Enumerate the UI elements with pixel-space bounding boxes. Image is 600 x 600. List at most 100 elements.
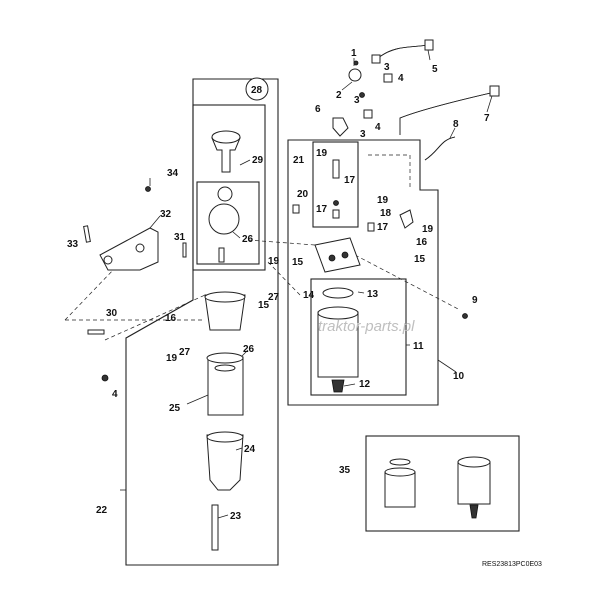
callout-3: 3 bbox=[354, 95, 360, 106]
callout-32: 32 bbox=[160, 209, 172, 220]
callout-26: 26 bbox=[243, 344, 255, 355]
fuel-line-7-inner bbox=[399, 91, 496, 135]
callout-7: 7 bbox=[484, 113, 490, 124]
nut-9 bbox=[462, 313, 468, 319]
dash-line bbox=[104, 294, 206, 341]
callout-20: 20 bbox=[297, 189, 309, 200]
fuel-line-7 bbox=[399, 91, 496, 135]
leader bbox=[241, 349, 249, 357]
element-top bbox=[206, 352, 244, 364]
bracket-hole bbox=[135, 243, 145, 253]
callout-1: 1 bbox=[351, 48, 357, 59]
callout-17: 17 bbox=[377, 222, 389, 233]
leader bbox=[427, 49, 431, 61]
leader bbox=[149, 215, 161, 229]
pump-stem bbox=[218, 247, 225, 263]
bolt-33 bbox=[83, 225, 91, 243]
callout-5: 5 bbox=[432, 64, 438, 75]
pump-cap bbox=[211, 130, 241, 144]
plug-20 bbox=[292, 204, 300, 214]
washer bbox=[359, 92, 365, 98]
port bbox=[341, 251, 349, 259]
seal-ring-13 bbox=[322, 287, 354, 299]
ball bbox=[333, 200, 339, 206]
filter-cartridge bbox=[317, 311, 359, 378]
spring bbox=[332, 159, 340, 179]
leader bbox=[232, 231, 241, 239]
leader bbox=[449, 127, 456, 139]
leader bbox=[343, 383, 356, 387]
callout-29: 29 bbox=[252, 155, 264, 166]
callout-31: 31 bbox=[174, 232, 186, 243]
cartridge-top bbox=[317, 306, 359, 320]
group-28-box bbox=[192, 104, 266, 271]
callout-18: 18 bbox=[380, 208, 392, 219]
callout-12: 12 bbox=[359, 379, 371, 390]
service-filter bbox=[384, 471, 416, 508]
washer bbox=[353, 60, 359, 66]
group-21-box bbox=[312, 141, 359, 228]
nut-34 bbox=[145, 186, 151, 192]
leader bbox=[186, 394, 209, 405]
callout-26: 26 bbox=[242, 234, 254, 245]
primer-pump bbox=[211, 137, 241, 173]
bolt-31 bbox=[182, 242, 187, 258]
callout-13: 13 bbox=[367, 289, 379, 300]
bolt-30 bbox=[87, 329, 105, 335]
dash-line bbox=[267, 261, 301, 296]
group-35-box bbox=[365, 435, 520, 532]
o-ring bbox=[217, 186, 233, 202]
fuel-line-5-inner bbox=[377, 44, 429, 59]
leader bbox=[235, 447, 243, 451]
callout-6: 6 bbox=[315, 104, 321, 115]
callout-30: 30 bbox=[106, 308, 118, 319]
dash-line bbox=[247, 239, 316, 246]
nut-4 bbox=[101, 374, 109, 382]
group-22-boundary bbox=[125, 78, 279, 566]
group-11-box bbox=[310, 278, 407, 396]
leader bbox=[239, 159, 251, 166]
fitting bbox=[489, 85, 500, 97]
callout-15: 15 bbox=[414, 254, 426, 265]
elbow-fitting bbox=[332, 117, 349, 137]
spin-on-filter bbox=[457, 461, 491, 505]
leader bbox=[217, 514, 229, 519]
callout-19: 19 bbox=[377, 195, 389, 206]
callout-34: 34 bbox=[167, 168, 179, 179]
callout-9: 9 bbox=[472, 295, 478, 306]
fitting bbox=[371, 54, 381, 64]
callout-21: 21 bbox=[293, 155, 305, 166]
spin-on-drain bbox=[469, 504, 479, 519]
bracket-hole bbox=[103, 255, 113, 265]
group-10-boundary bbox=[287, 139, 439, 406]
nut bbox=[383, 73, 393, 83]
callout-10: 10 bbox=[453, 371, 465, 382]
banjo-fitting bbox=[348, 68, 362, 82]
leader bbox=[341, 81, 353, 91]
callout-17: 17 bbox=[316, 204, 328, 215]
callout-33: 33 bbox=[67, 239, 79, 250]
callout-15: 15 bbox=[258, 300, 270, 311]
callout-8: 8 bbox=[453, 119, 459, 130]
port bbox=[328, 254, 336, 262]
callout-11: 11 bbox=[413, 341, 424, 352]
callout-28-circle bbox=[245, 77, 269, 101]
callout-19: 19 bbox=[268, 256, 280, 267]
leader bbox=[486, 95, 493, 113]
callout-28: 28 bbox=[251, 85, 263, 96]
callout-19: 19 bbox=[316, 148, 328, 159]
service-filter-band bbox=[389, 458, 411, 466]
elbow-16 bbox=[399, 209, 414, 229]
filter-head-top bbox=[204, 291, 246, 303]
callout-19: 19 bbox=[422, 224, 434, 235]
callout-19: 19 bbox=[166, 353, 178, 364]
o-ring bbox=[208, 203, 240, 235]
callout-15: 15 bbox=[292, 257, 304, 268]
callout-16: 16 bbox=[416, 237, 428, 248]
drain-valve bbox=[211, 504, 219, 551]
dash-line bbox=[368, 154, 411, 190]
element-seal bbox=[214, 364, 236, 372]
callout-23: 23 bbox=[230, 511, 242, 522]
fuel-line-8-inner bbox=[424, 136, 456, 161]
